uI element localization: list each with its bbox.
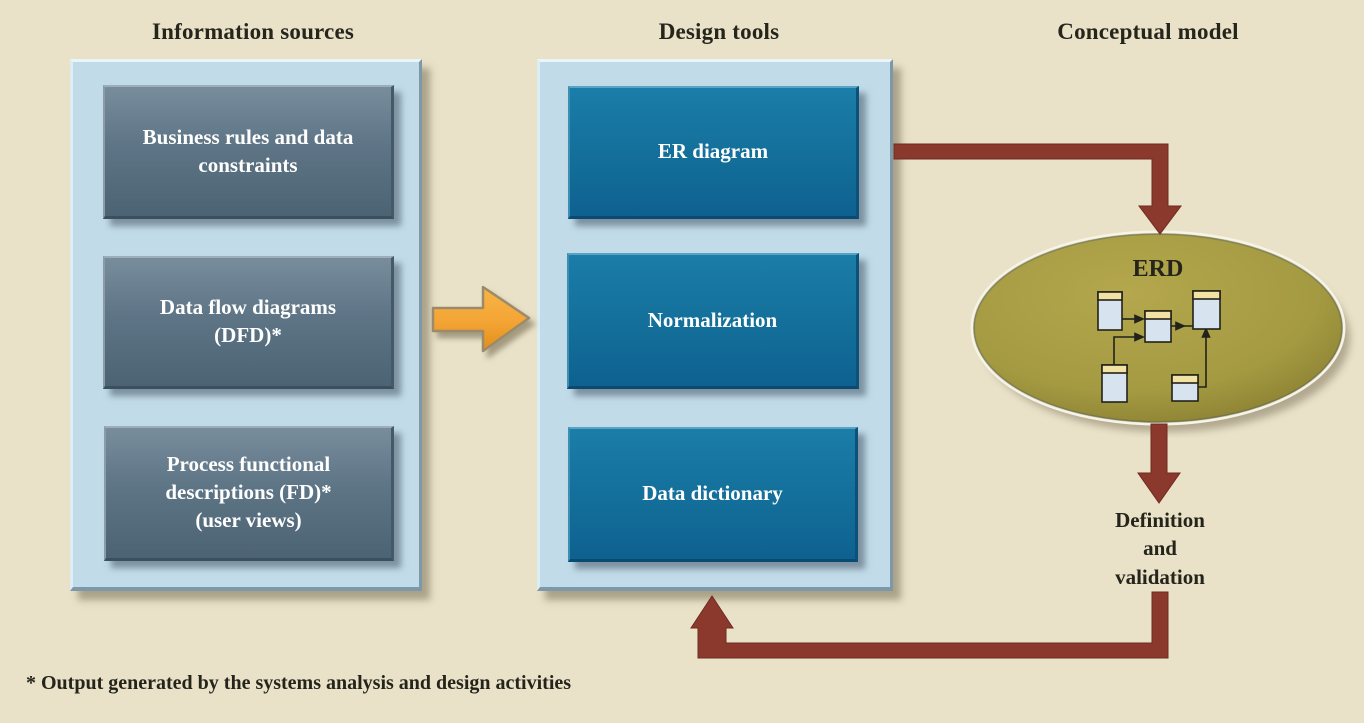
conceptual-model-title: Conceptual model bbox=[1057, 19, 1239, 44]
box-er-diagram: ER diagram bbox=[568, 86, 859, 219]
information-sources-title: Information sources bbox=[151, 19, 355, 44]
box-data-flow-diagrams: Data flow diagrams (DFD)* bbox=[103, 256, 394, 389]
erd-ellipse: ERD bbox=[970, 230, 1350, 432]
box-data-dictionary-label: Data dictionary bbox=[642, 481, 783, 506]
flow-arrow-right-icon bbox=[431, 285, 531, 353]
box-business-rules-label: Business rules and data constraints bbox=[142, 124, 354, 177]
arrow-er-to-erd-icon bbox=[893, 143, 1182, 235]
footnote: * Output generated by the systems analys… bbox=[26, 672, 572, 694]
box-business-rules: Business rules and data constraints bbox=[103, 85, 394, 219]
box-data-flow-diagrams-label: Data flow diagrams (DFD)* bbox=[159, 295, 337, 347]
arrow-erd-to-definition-icon bbox=[1137, 423, 1181, 504]
definition-validation-label: Definition and validation bbox=[1115, 508, 1205, 589]
box-data-dictionary: Data dictionary bbox=[568, 427, 858, 562]
box-process-functional-descriptions-label: Process functional descriptions (FD)* (u… bbox=[165, 452, 332, 532]
box-normalization-label: Normalization bbox=[647, 307, 778, 332]
design-tools-title: Design tools bbox=[658, 19, 780, 44]
arrow-validation-to-design-tools-icon bbox=[690, 591, 1169, 659]
box-process-functional-descriptions: Process functional descriptions (FD)* (u… bbox=[104, 426, 394, 561]
erd-ellipse-label: ERD bbox=[1133, 256, 1184, 282]
erd-mini-diagram-icon bbox=[1097, 290, 1221, 403]
box-normalization: Normalization bbox=[567, 253, 859, 389]
box-er-diagram-label: ER diagram bbox=[657, 139, 769, 164]
